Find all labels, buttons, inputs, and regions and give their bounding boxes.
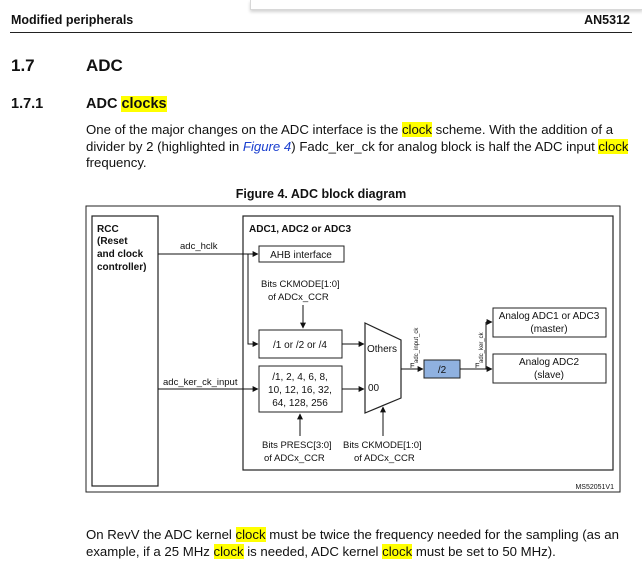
subsection-number: 1.7.1 — [11, 96, 44, 112]
prescaler-line1: /1, 2, 4, 6, 8, — [272, 372, 328, 383]
paragraph-revv-kernel-clock: On RevV the ADC kernel clock must be twi… — [86, 527, 631, 560]
section-number: 1.7 — [11, 56, 35, 75]
search-highlight: clock — [235, 527, 266, 542]
adc-block-box — [242, 215, 614, 471]
paragraph-adc-clock-scheme: One of the major changes on the ADC inte… — [86, 122, 631, 172]
search-highlight: clock — [598, 138, 629, 154]
adc-hclk-label: adc_hclk — [180, 241, 218, 252]
clock-mux — [364, 322, 402, 414]
f-adc-ker-ck-label: adc_ker_ck — [479, 331, 485, 363]
text-run: frequency. — [86, 155, 147, 170]
search-highlight: clock — [213, 543, 244, 559]
analog-master-line2: (master) — [530, 324, 567, 335]
running-header-title: Modified peripherals — [11, 13, 134, 27]
text-run: must be set to 50 MHz). — [412, 543, 556, 559]
ahb-interface-box — [258, 245, 345, 263]
presc-bits-line2: of ADCx_CCR — [264, 453, 325, 464]
text-run: On RevV the ADC kernel — [86, 527, 236, 542]
prescaler-line2: 10, 12, 16, 32, — [268, 385, 332, 396]
figure-frame — [85, 205, 621, 493]
popup-panel-edge — [250, 0, 642, 10]
analog-master-line1: Analog ADC1 or ADC3 — [499, 311, 600, 322]
rcc-label-line1: RCC — [97, 224, 119, 235]
analog-slave-box — [492, 353, 607, 384]
search-highlight: clock — [382, 543, 413, 559]
div-124-label: /1 or /2 or /4 — [273, 340, 327, 351]
f-input-main: F — [410, 361, 415, 370]
mux-00-label: 00 — [368, 383, 380, 394]
f-ker-main: F — [475, 361, 480, 370]
ahb-interface-label: AHB interface — [270, 250, 332, 261]
subsection-title-text: ADC — [86, 96, 122, 112]
subsection-title: ADC clocks — [86, 96, 167, 112]
prescaler-line3: 64, 128, 256 — [272, 398, 328, 409]
text-run: ) Fadc_ker_ck for analog block is half t… — [291, 138, 599, 154]
analog-slave-line1: Analog ADC2 — [519, 357, 579, 368]
section-title: ADC — [86, 56, 123, 75]
f-adc-input-ck-label: adc_input_ck — [414, 327, 420, 363]
presc-bits-line1: Bits PRESC[3:0] — [262, 440, 332, 451]
mux-others-label: Others — [367, 344, 397, 355]
ckmode-top-line2: of ADCx_CCR — [268, 292, 329, 303]
adc-ker-ck-input-label: adc_ker_ck_input — [163, 377, 238, 388]
document-id: AN5312 — [584, 13, 630, 27]
figure-caption: Figure 4. ADC block diagram — [235, 187, 407, 201]
analog-slave-line2: (slave) — [534, 370, 564, 381]
text-run: is needed, ADC kernel — [243, 543, 383, 559]
figure-4-link[interactable]: Figure 4 — [242, 138, 292, 154]
rcc-label-line3: and clock — [97, 249, 144, 260]
rcc-label-line4: controller) — [97, 262, 146, 273]
hclk-branch-line — [247, 254, 259, 347]
text-run: must be twice the frequency needed for t… — [86, 527, 619, 559]
text-run: scheme. With the addition of a divider b… — [86, 122, 614, 154]
ckmode-bottom-line1: Bits CKMODE[1:0] — [343, 440, 422, 451]
ckmode-top-line1: Bits CKMODE[1:0] — [261, 279, 340, 290]
adc-block-title: ADC1, ADC2 or ADC3 — [249, 224, 351, 235]
text-run: One of the major changes on the ADC inte… — [86, 122, 402, 137]
div2-label: /2 — [438, 365, 447, 376]
search-highlight: clock — [401, 122, 432, 137]
header-rule — [10, 32, 632, 33]
search-highlight: clocks — [121, 96, 167, 112]
rcc-box — [91, 215, 159, 487]
figure-reference: MS52051V1 — [575, 484, 614, 491]
rcc-label-line2: (Reset — [97, 236, 128, 247]
analog-master-box — [492, 307, 607, 338]
ckmode-bottom-line2: of ADCx_CCR — [354, 453, 415, 464]
